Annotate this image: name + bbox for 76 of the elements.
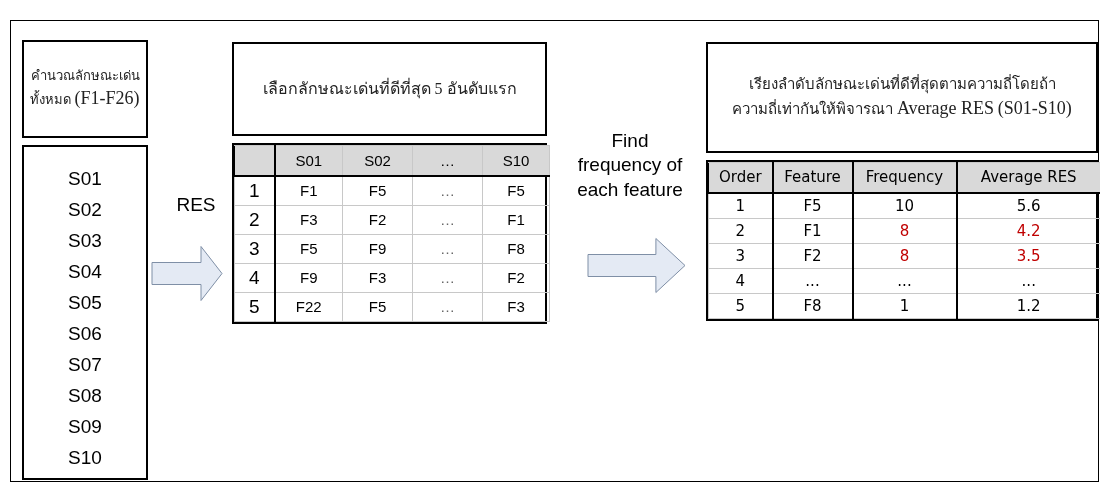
header-cell: Average RES — [956, 162, 1100, 193]
text-box — [706, 42, 1098, 153]
list-item: S07 — [68, 353, 102, 377]
table-cell: F5 — [772, 192, 853, 219]
header-cell: S02 — [342, 145, 413, 176]
table-cell: 3 — [234, 234, 275, 264]
table-cell: 8 — [852, 243, 957, 269]
table-cell: … — [412, 205, 483, 235]
text-box — [232, 42, 547, 136]
table-cell: 2 — [708, 218, 773, 244]
table-cell: 8 — [852, 218, 957, 244]
table-cell: F5 — [342, 175, 413, 206]
table-cell: F8 — [482, 234, 550, 264]
table-cell: 3.5 — [956, 243, 1100, 269]
box-text: เลือกลักษณะเด่นที่ดีที่สุด 5 อันดับแรก — [261, 77, 518, 101]
table-cell: F3 — [274, 205, 343, 235]
table-cell: F2 — [342, 205, 413, 235]
table-cell: 5 — [234, 292, 275, 322]
table-cell: 5.6 — [956, 192, 1100, 219]
header-cell: … — [412, 145, 483, 176]
table-cell: F9 — [274, 263, 343, 293]
data-table — [706, 160, 1098, 321]
table-cell: 5 — [708, 293, 773, 319]
table-cell: 4 — [234, 263, 275, 293]
table-cell: … — [412, 175, 483, 206]
table-cell: 3 — [708, 243, 773, 269]
list-item: S09 — [68, 415, 102, 439]
table-cell: … — [412, 263, 483, 293]
list-item: S10 — [68, 446, 102, 470]
table-cell: 1.2 — [956, 293, 1100, 319]
table-cell: F2 — [772, 243, 853, 269]
header-cell: Frequency — [852, 162, 957, 193]
table-cell: … — [412, 292, 483, 322]
header-cell: Feature — [772, 162, 853, 193]
table-cell: 1 — [852, 293, 957, 319]
table-cell: F3 — [342, 263, 413, 293]
table-cell: F1 — [274, 175, 343, 206]
list-item: S08 — [68, 384, 102, 408]
table-cell: … — [412, 234, 483, 264]
table-cell: 1 — [234, 175, 275, 206]
table-cell: F22 — [274, 292, 343, 322]
header-cell: S01 — [274, 145, 343, 176]
table-cell: F9 — [342, 234, 413, 264]
box-text: เรียงลำดับลักษณะเด่นที่ดีที่สุดตามความถี่โดยถ้าความถี่เท่ากันให้พิจารณา Average RES (S01-S10) — [731, 73, 1073, 121]
table-cell: F1 — [772, 218, 853, 244]
table-cell: ... — [852, 268, 957, 294]
list-item: S05 — [68, 291, 102, 315]
table-cell: F5 — [482, 175, 550, 206]
list-item: S02 — [68, 198, 102, 222]
table-cell: ... — [956, 268, 1100, 294]
table-cell: F2 — [482, 263, 550, 293]
block-arrow — [151, 246, 223, 301]
text-box — [22, 40, 148, 138]
list-item: S03 — [68, 229, 102, 253]
edge-label: RES — [175, 192, 217, 217]
table-cell: 4 — [708, 268, 773, 294]
list-item: S06 — [68, 322, 102, 346]
table-cell: 10 — [852, 192, 957, 219]
data-table — [232, 143, 547, 324]
header-cell: Order — [708, 162, 773, 193]
table-cell: 2 — [234, 205, 275, 235]
table-cell: F1 — [482, 205, 550, 235]
table-cell: 4.2 — [956, 218, 1100, 244]
header-cell: S10 — [482, 145, 550, 176]
list-item: S04 — [68, 260, 102, 284]
table-cell: F5 — [342, 292, 413, 322]
table-cell: F5 — [274, 234, 343, 264]
table-cell: ... — [772, 268, 853, 294]
list-item: S01 — [68, 167, 102, 191]
list-box — [22, 145, 148, 480]
table-cell: F8 — [772, 293, 853, 319]
table-cell: 1 — [708, 192, 773, 219]
block-arrow — [587, 238, 686, 293]
edge-label: Find frequency of each feature — [576, 128, 684, 202]
table-cell: F3 — [482, 292, 550, 322]
box-text: คำนวณลักษณะเด่นทั้งหมด (F1-F26) — [29, 66, 141, 111]
